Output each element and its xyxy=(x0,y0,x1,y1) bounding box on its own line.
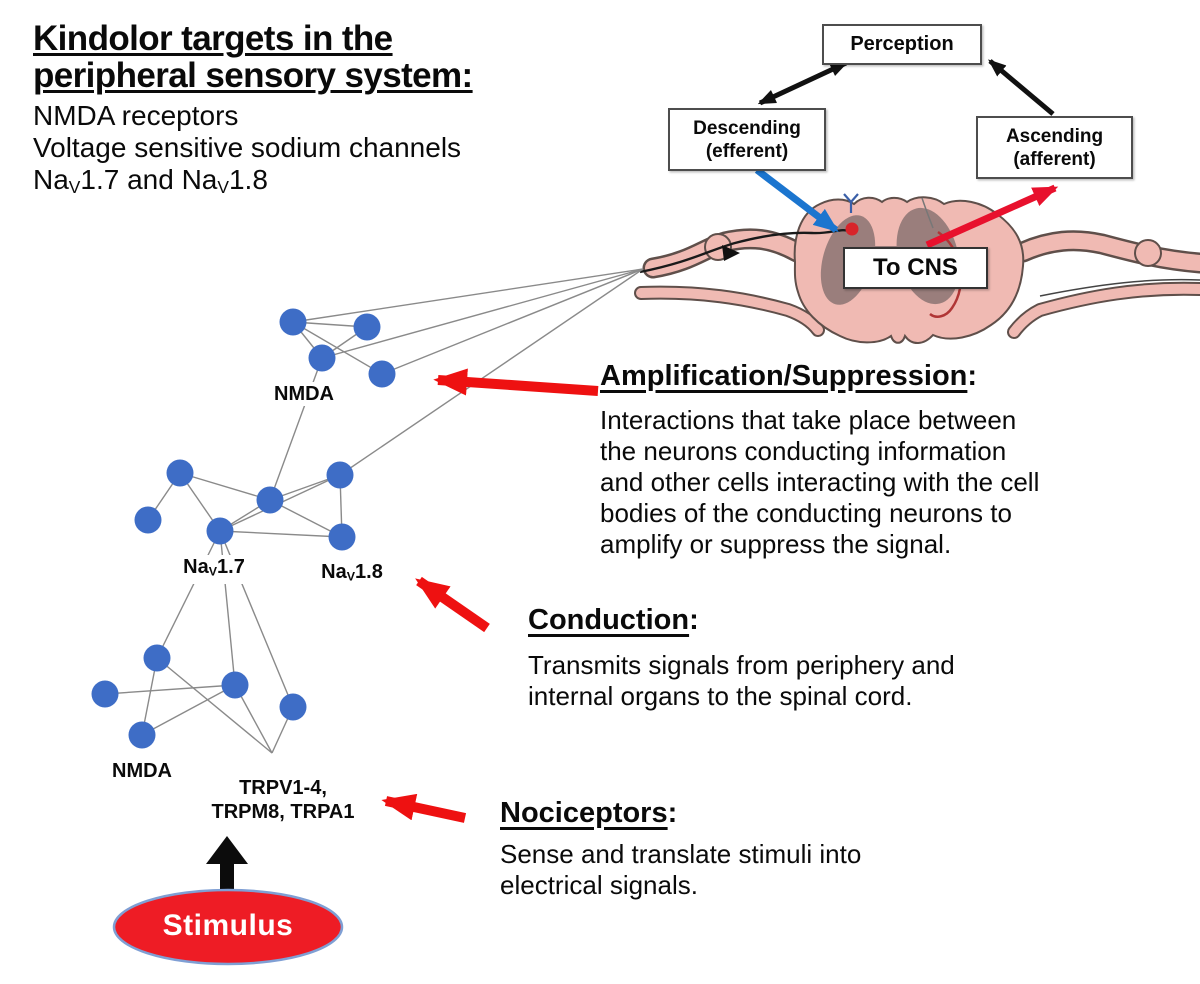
stimulus-ellipse xyxy=(112,888,344,966)
ascending-afferent-arrow xyxy=(925,184,1059,249)
right-dorsal-line xyxy=(921,197,934,229)
neuron-node xyxy=(206,517,234,545)
neuron-nodes xyxy=(91,308,396,749)
title-block: Kindolor targets in the peripheral senso… xyxy=(33,20,473,203)
perception-box: Perception xyxy=(822,24,982,65)
neuron-node xyxy=(353,313,381,341)
target-item-nmda: NMDA receptors xyxy=(33,100,239,131)
cns-flow-arrows xyxy=(754,59,1059,249)
neuron-node xyxy=(328,523,356,551)
neuron-node xyxy=(256,486,284,514)
neuron-node xyxy=(128,721,156,749)
descending-box: Descending (efferent) xyxy=(668,108,826,171)
to-cns-label: To CNS xyxy=(873,254,958,281)
ascending-label-line1: Ascending xyxy=(1005,125,1104,147)
amplification-heading: Amplification/Suppression: xyxy=(600,360,978,392)
perception-descending-arrow xyxy=(757,60,849,106)
conduction-heading: Conduction: xyxy=(528,604,699,636)
right-ganglion xyxy=(1134,239,1162,267)
nociceptors-arrow xyxy=(381,793,467,823)
neuron-node xyxy=(368,360,396,388)
spinal-cord-graphic xyxy=(634,193,1200,344)
amplification-body: Interactions that take place between the… xyxy=(600,405,1040,559)
neuron-node xyxy=(221,671,249,699)
synapse-dot xyxy=(845,222,859,236)
axon-arrowhead-icon xyxy=(722,245,740,261)
label-nav18: NaV1.8 xyxy=(318,560,386,589)
descending-label-line2: (efferent) xyxy=(705,140,789,162)
label-nav17: NaV1.7 xyxy=(180,555,248,584)
target-item-nav: NaV1.7 and NaV1.8 xyxy=(33,164,268,197)
neuron-node xyxy=(91,680,119,708)
right-axon-line xyxy=(1039,278,1200,297)
network-edges xyxy=(104,268,644,754)
page-title-line1: Kindolor targets in the xyxy=(33,19,393,58)
ascending-label-line2: (afferent) xyxy=(1013,148,1096,170)
ascending-box: Ascending (afferent) xyxy=(976,116,1133,179)
annotation-arrows xyxy=(381,368,599,823)
neuron-node xyxy=(326,461,354,489)
descending-terminal-icon xyxy=(843,193,859,213)
right-lower-nerve xyxy=(1009,283,1200,337)
conduction-body: Transmits signals from periphery and int… xyxy=(528,650,955,711)
target-item-sodium-channels: Voltage sensitive sodium channels xyxy=(33,132,462,163)
neuron-node xyxy=(166,459,194,487)
target-list: NMDA receptors Voltage sensitive sodium … xyxy=(33,100,473,203)
left-lower-nerve xyxy=(636,287,823,335)
label-nmda-bottom: NMDA xyxy=(109,759,175,783)
nociceptors-body: Sense and translate stimuli into electri… xyxy=(500,839,862,900)
conduction-arrow xyxy=(415,576,490,633)
label-nmda-top: NMDA xyxy=(271,382,337,406)
descending-label-line1: Descending xyxy=(693,117,801,139)
stimulus-up-arrow xyxy=(206,836,248,902)
label-trp: TRPV1-4, TRPM8, TRPA1 xyxy=(208,776,358,824)
label-trp-line2: TRPM8, TRPA1 xyxy=(211,801,355,823)
stimulus-label: Stimulus xyxy=(162,909,294,942)
nociceptors-heading: Nociceptors: xyxy=(500,797,678,829)
neuron-node xyxy=(134,506,162,534)
perception-label: Perception xyxy=(850,33,954,55)
neuron-node xyxy=(279,693,307,721)
page-title-line2: peripheral sensory system: xyxy=(33,56,473,95)
neuron-node xyxy=(308,344,336,372)
label-trp-line1: TRPV1-4, xyxy=(239,777,327,799)
descending-efferent-arrow xyxy=(754,167,839,233)
amplification-arrow xyxy=(433,368,599,396)
right-nerve xyxy=(1015,232,1200,271)
to-cns-box: To CNS xyxy=(843,247,988,289)
neuron-node xyxy=(279,308,307,336)
neuron-node xyxy=(143,644,171,672)
ascending-perception-arrow xyxy=(988,59,1055,116)
